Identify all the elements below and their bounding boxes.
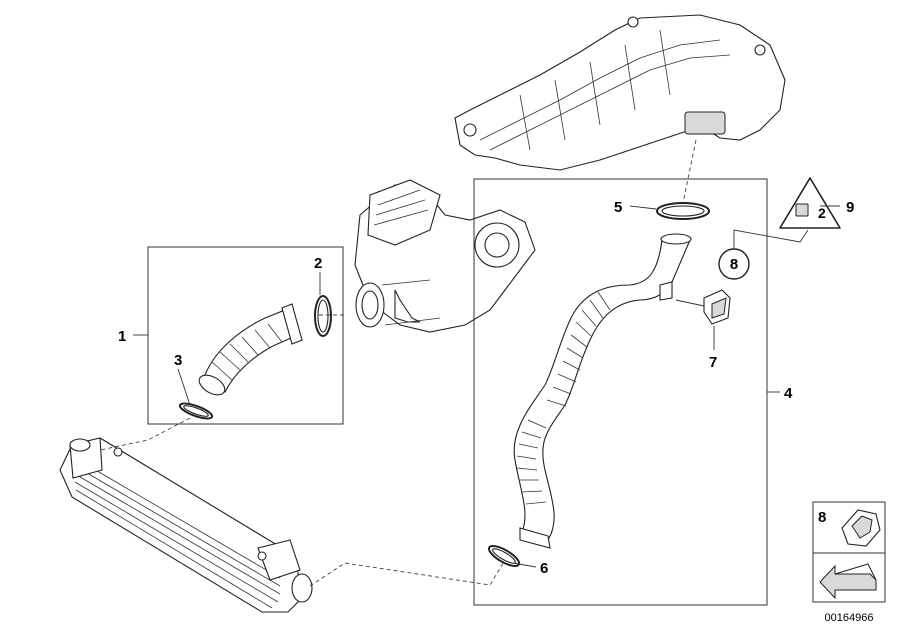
callout-3: 3: [174, 352, 182, 369]
sensor-7[interactable]: [675, 289, 731, 325]
callout-2: 2: [314, 255, 322, 272]
o-ring-2[interactable]: [314, 295, 332, 337]
callout-7: 7: [709, 354, 717, 371]
warning-symbol-label: 2: [818, 205, 826, 221]
o-ring-3[interactable]: [178, 400, 214, 421]
charge-air-hose-left[interactable]: [196, 303, 303, 399]
callout-9: 9: [846, 199, 854, 216]
intercooler[interactable]: [59, 437, 313, 613]
group-frame-1: [147, 246, 344, 425]
clip-icon: [841, 509, 881, 547]
callout-6: 6: [540, 560, 548, 577]
arrow-icon: [819, 563, 877, 600]
callout-1: 1: [118, 328, 126, 345]
charge-air-pipe[interactable]: [513, 233, 692, 549]
inset-box: 8: [812, 501, 886, 603]
o-ring-5[interactable]: [656, 202, 710, 220]
intake-manifold[interactable]: [454, 14, 786, 171]
callout-5: 5: [614, 199, 622, 216]
callout-4: 4: [784, 385, 793, 402]
leader-lines: [99, 139, 840, 587]
warning-triangle-icon: 2: [779, 177, 841, 229]
inset-callout-8: 8: [818, 509, 826, 526]
o-ring-6[interactable]: [486, 542, 521, 569]
turbocharger[interactable]: [354, 179, 536, 333]
document-number: 00164966: [825, 612, 874, 624]
callout-8-circle: 8: [718, 248, 750, 280]
callout-8: 8: [730, 256, 738, 273]
